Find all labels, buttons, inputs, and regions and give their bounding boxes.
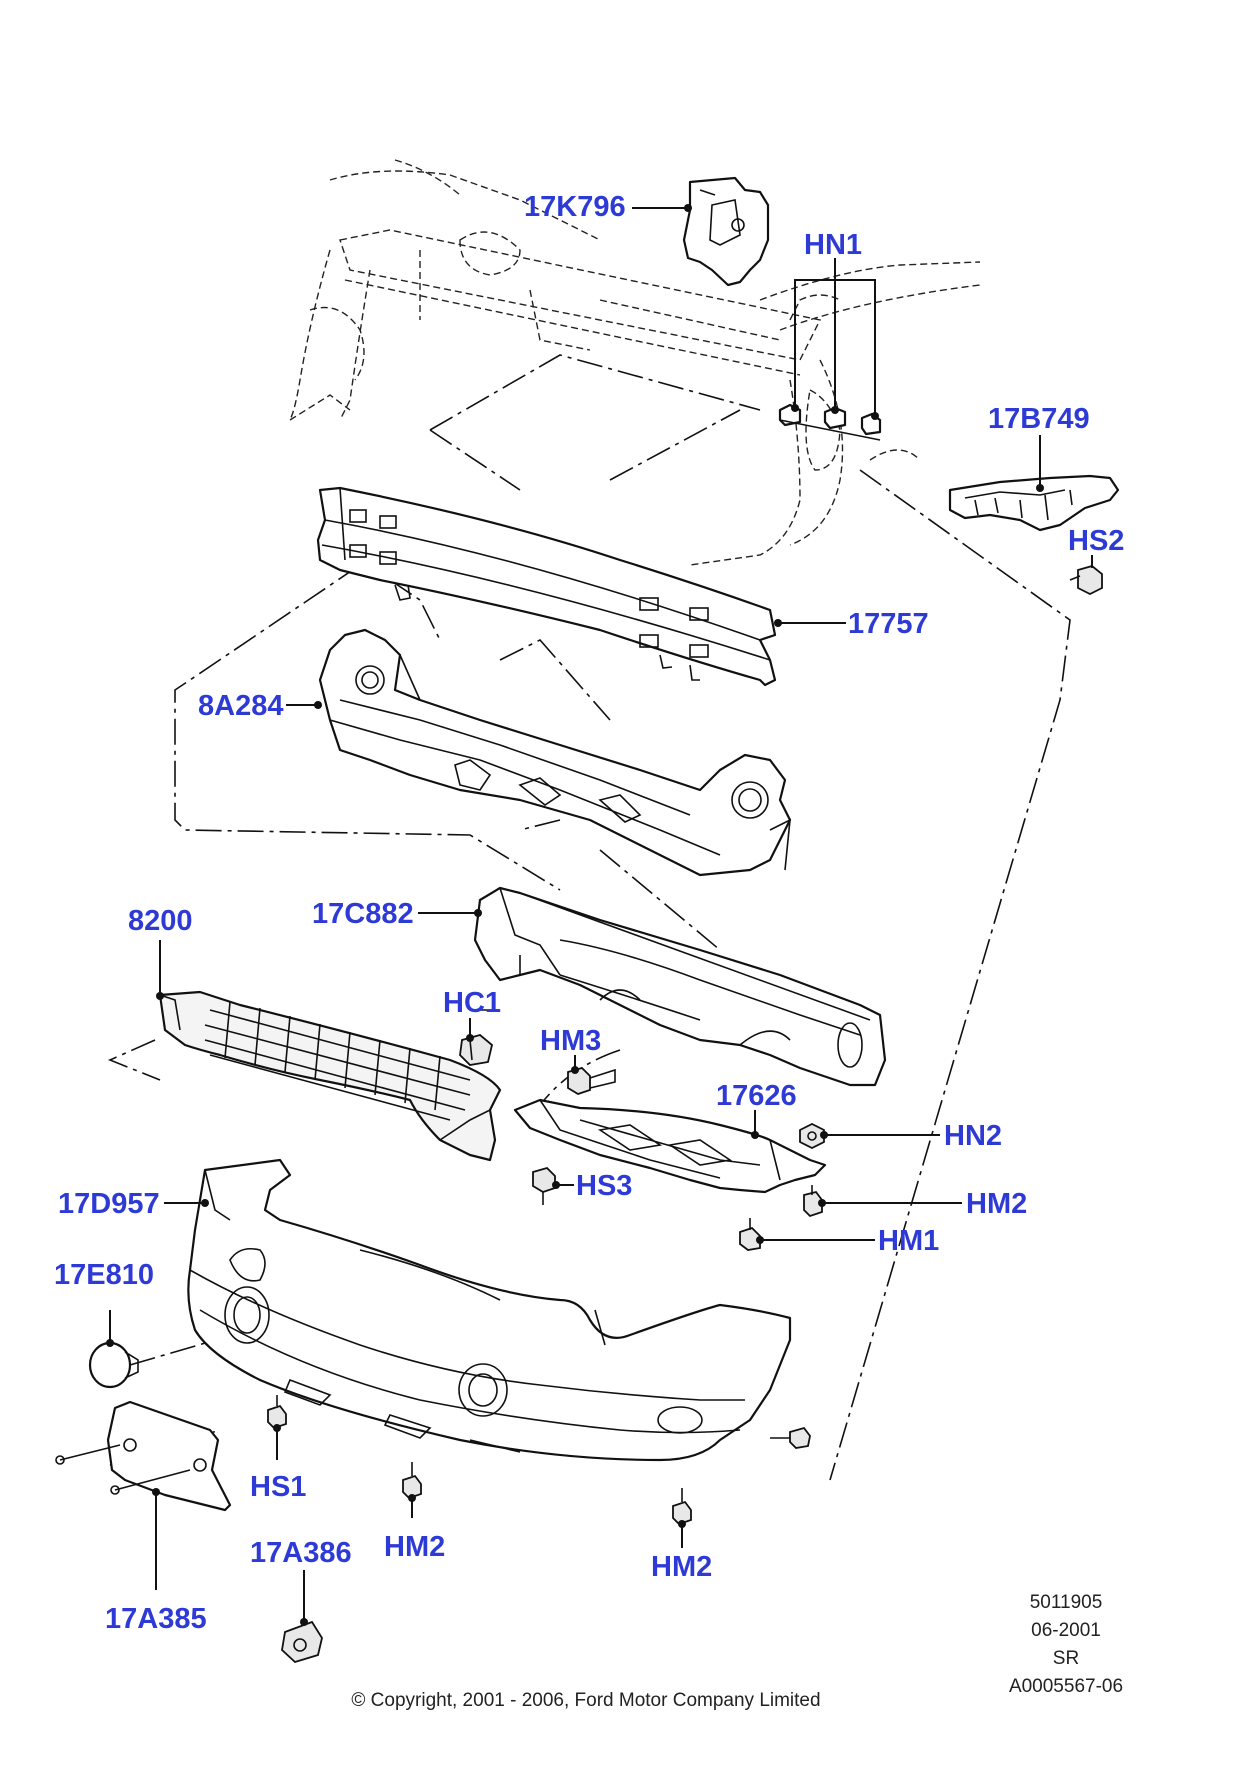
- part-HN2-nut: [799, 1122, 825, 1150]
- vehicle-front-structure: [289, 159, 981, 566]
- part-HM2-screw-upper: [803, 1185, 823, 1218]
- part-17626-undershield: [513, 1098, 827, 1194]
- part-8200-grille: [158, 990, 502, 1162]
- label-HS2: HS2: [1068, 525, 1124, 557]
- part-17757-bumper-beam: [316, 486, 777, 687]
- part-17B749-bracket: [948, 474, 1120, 532]
- part-HM1-screw: [739, 1218, 761, 1251]
- part-HM3-bolt: [567, 1066, 616, 1095]
- part-HM2-screw-left: [402, 1462, 422, 1500]
- footer-info: 5011905 06-2001 SR A0005567-06 © Copyrig…: [351, 1592, 1123, 1711]
- illustration-id: A0005567-06: [1009, 1676, 1123, 1697]
- part-17C882-absorber: [473, 886, 887, 1087]
- part-17A385-plate-bracket: [55, 1400, 232, 1512]
- label-HM2-upper: HM2: [966, 1188, 1027, 1220]
- label-17757: 17757: [848, 608, 929, 640]
- part-8A284-carrier: [318, 628, 792, 877]
- region-code: SR: [1053, 1648, 1079, 1669]
- label-HS3: HS3: [576, 1170, 632, 1202]
- copyright-notice: © Copyright, 2001 - 2006, Ford Motor Com…: [351, 1690, 820, 1711]
- label-8A284: 8A284: [198, 690, 283, 722]
- part-17E810-cap: [88, 1341, 139, 1389]
- label-HM2-left: HM2: [384, 1531, 445, 1563]
- label-HM3: HM3: [540, 1025, 601, 1057]
- label-17D957: 17D957: [58, 1188, 160, 1220]
- issue-date: 06-2001: [1031, 1620, 1101, 1641]
- part-labels: 17K796 HN1 17B749 HS2 17757 8A284 8200 1…: [54, 191, 1124, 1635]
- label-17626: 17626: [716, 1080, 797, 1112]
- label-17K796: 17K796: [524, 191, 626, 223]
- label-HM1: HM1: [878, 1225, 939, 1257]
- label-17A386: 17A386: [250, 1537, 352, 1569]
- label-17C882: 17C882: [312, 898, 414, 930]
- label-HC1: HC1: [443, 987, 501, 1019]
- label-HN1: HN1: [804, 229, 862, 261]
- label-HM2-right: HM2: [651, 1551, 712, 1583]
- ref-number: 5011905: [1030, 1592, 1103, 1613]
- part-HC1-clip: [459, 1034, 494, 1066]
- leader-lines: [106, 204, 1093, 1626]
- part-HS2-bolt: [1069, 565, 1103, 596]
- bumper-side-fastener: [770, 1426, 811, 1449]
- label-HN2: HN2: [944, 1120, 1002, 1152]
- label-HS1: HS1: [250, 1471, 306, 1503]
- label-17A385: 17A385: [105, 1603, 207, 1635]
- part-HM2-screw-right: [672, 1488, 692, 1526]
- label-17B749: 17B749: [988, 403, 1090, 435]
- part-17A386-clip: [281, 1620, 323, 1664]
- label-17E810: 17E810: [54, 1259, 154, 1291]
- part-17D957-bumper-cover: [187, 1158, 792, 1462]
- part-17K796-bracket: [682, 176, 770, 287]
- part-HS1-screw: [267, 1395, 287, 1430]
- part-HS3-screw: [532, 1166, 556, 1205]
- label-8200: 8200: [128, 905, 193, 937]
